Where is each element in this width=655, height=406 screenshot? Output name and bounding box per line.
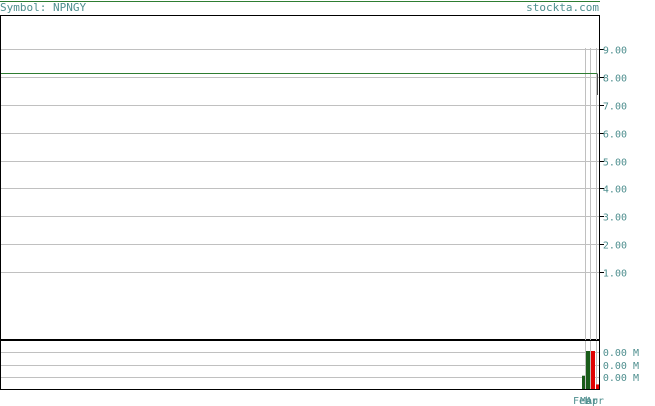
price-tick-label: 5.00	[603, 158, 627, 169]
price-series	[1, 73, 598, 95]
price-axis: 9.00 8.00 7.00 6.00 5.00 4.00 3.00 2.00 1.00	[600, 46, 627, 280]
x-tick-label: Apr	[586, 396, 604, 406]
price-tick-label: 7.00	[603, 102, 627, 113]
price-tick-label: 8.00	[603, 74, 627, 85]
price-tick-label: 1.00	[603, 269, 627, 280]
volume-axis: 0.00 M0.00 M0.00 M	[603, 348, 639, 384]
volume-tick-label: 0.00 M	[603, 373, 639, 384]
symbol-label: Symbol: NPNGY	[0, 1, 86, 14]
price-tick-label: 4.00	[603, 185, 627, 196]
price-tick-label: 9.00	[603, 46, 627, 57]
x-tick-label: Feb	[573, 396, 591, 406]
price-panel-frame	[0, 15, 600, 340]
price-tick-label: 2.00	[603, 241, 627, 252]
volume-bars	[582, 351, 599, 389]
price-grid	[1, 48, 599, 390]
volume-panel-frame	[0, 340, 600, 390]
volume-bar	[596, 384, 599, 389]
volume-bar	[591, 351, 595, 389]
volume-grid	[1, 352, 599, 378]
volume-tick-label: 0.00 M	[603, 361, 639, 372]
x-tick-label: Mar	[580, 396, 598, 406]
price-tick-label: 6.00	[603, 130, 627, 141]
volume-tick-label: 0.00 M	[603, 348, 639, 359]
price-tick-label: 3.00	[603, 213, 627, 224]
site-label[interactable]: stockta.com	[526, 1, 599, 14]
volume-bar	[586, 351, 590, 389]
volume-bar	[582, 375, 585, 389]
